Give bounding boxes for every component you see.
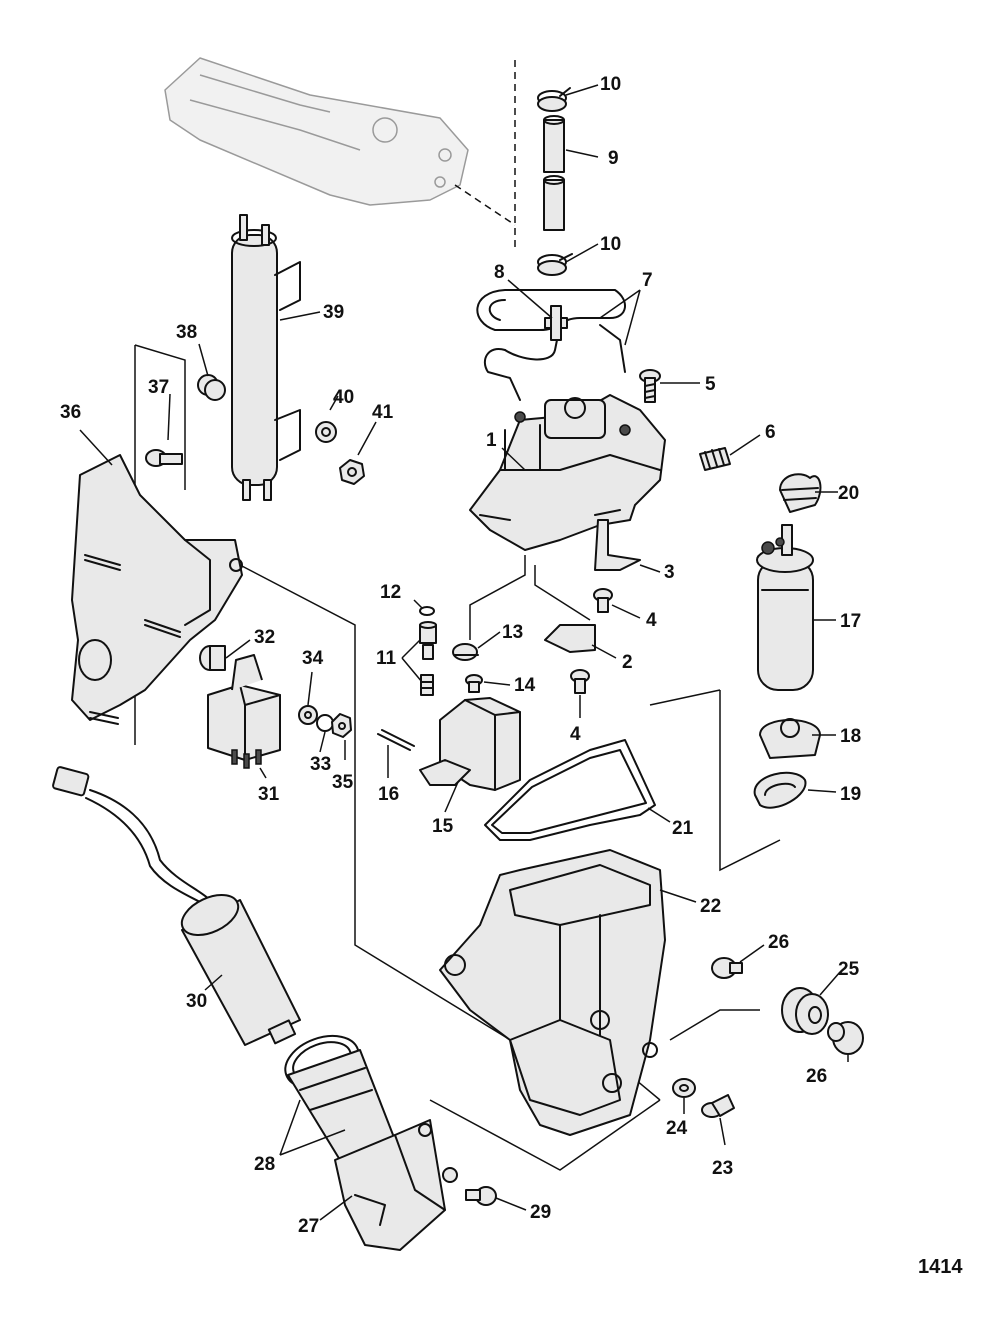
bolt-37 (145, 449, 183, 467)
float-15 (419, 697, 521, 791)
callout-23: 23 (712, 1158, 733, 1179)
screw-5 (639, 369, 661, 403)
callout-6: 6 (765, 422, 776, 443)
pump-bracket-18 (759, 718, 821, 759)
o-ring-12 (419, 606, 435, 616)
callout-3: 3 (664, 562, 675, 583)
callout-32: 32 (254, 627, 275, 648)
washer-34 (298, 705, 318, 725)
pump-bracket-27 (334, 1119, 446, 1251)
fuel-pump-cap-20 (779, 473, 822, 513)
mounting-bracket-36 (71, 454, 243, 721)
grommet-25 (781, 987, 829, 1035)
fuel-bowl-housing (439, 849, 666, 1136)
fitting-6 (699, 447, 731, 471)
callout-10: 10 (600, 234, 621, 255)
callout-14: 14 (514, 675, 536, 696)
callout-2: 2 (622, 652, 633, 673)
nut-41 (339, 459, 365, 485)
callout-21: 21 (672, 818, 694, 839)
nut-35 (331, 713, 352, 738)
callout-34: 34 (302, 648, 324, 669)
pump-sleeve-28 (284, 1034, 396, 1161)
callout-4: 4 (646, 610, 657, 631)
callout-27: 27 (298, 1216, 319, 1237)
float-pin-13 (452, 643, 479, 661)
callout-7: 7 (642, 270, 653, 291)
lock-washer-33 (316, 714, 334, 732)
spacer-32 (199, 645, 226, 671)
callout-10: 10 (600, 74, 621, 95)
fuel-cooler-39 (231, 214, 301, 501)
washer-24 (672, 1078, 696, 1098)
relay-31 (207, 654, 281, 769)
callout-16: 16 (378, 784, 399, 805)
callout-4: 4 (570, 724, 581, 745)
callout-13: 13 (502, 622, 523, 643)
figure-number: 1414 (918, 1256, 963, 1278)
spacer-38 (197, 374, 226, 401)
callout-40: 40 (333, 387, 354, 408)
callout-11: 11 (376, 648, 397, 669)
screw-14 (465, 674, 483, 693)
inlet-needle-and-seat (419, 621, 437, 696)
grommet-26-upper (711, 957, 743, 979)
callout-26: 26 (806, 1066, 827, 1087)
vapor-separator-cover (469, 394, 666, 551)
callout-39: 39 (323, 302, 344, 323)
callout-37: 37 (148, 377, 169, 398)
callout-41: 41 (372, 402, 394, 423)
gasket-21 (484, 739, 656, 841)
callout-15: 15 (432, 816, 454, 837)
vent-hose-assembly (476, 289, 626, 401)
electric-fuel-pump-30 (52, 766, 301, 1046)
callout-25: 25 (838, 959, 860, 980)
bracket-3 (594, 519, 641, 571)
screw-4-upper (593, 588, 613, 613)
plate-2 (544, 624, 596, 653)
hose-clamp-lower (537, 253, 573, 276)
callout-5: 5 (705, 374, 716, 395)
callout-28: 28 (254, 1154, 275, 1175)
reference-vapor-separator-outline (164, 57, 469, 206)
callout-24: 24 (666, 1118, 688, 1139)
bracket-studs (84, 554, 181, 725)
callout-35: 35 (332, 772, 354, 793)
callout-26: 26 (768, 932, 789, 953)
callout-17: 17 (840, 611, 861, 632)
callout-30: 30 (186, 991, 207, 1012)
callout-12: 12 (380, 582, 401, 603)
callout-22: 22 (700, 896, 721, 917)
washer-40 (315, 421, 337, 443)
pump-gasket-19 (753, 771, 807, 809)
callout-33: 33 (310, 754, 331, 775)
float-pin-16 (377, 729, 415, 751)
callout-31: 31 (258, 784, 280, 805)
callout-18: 18 (840, 726, 861, 747)
callout-9: 9 (608, 148, 619, 169)
hose-clamp-upper (537, 87, 571, 112)
fuel-hose (543, 115, 565, 231)
callout-20: 20 (838, 483, 859, 504)
screw-29 (442, 1167, 497, 1206)
callout-1: 1 (486, 430, 497, 451)
callout-36: 36 (60, 402, 81, 423)
screw-23 (701, 1094, 735, 1118)
callout-leaders (79, 84, 849, 1221)
callout-8: 8 (494, 262, 505, 283)
screw-4-lower (570, 669, 590, 694)
callout-labels: 10 9 10 8 7 5 6 1 39 38 40 41 37 36 20 3… (60, 74, 861, 1237)
electric-fuel-pump-17 (756, 524, 814, 691)
callout-38: 38 (176, 322, 197, 343)
callout-19: 19 (840, 784, 861, 805)
grommet-26-lower (827, 1021, 864, 1055)
callout-29: 29 (530, 1202, 551, 1223)
